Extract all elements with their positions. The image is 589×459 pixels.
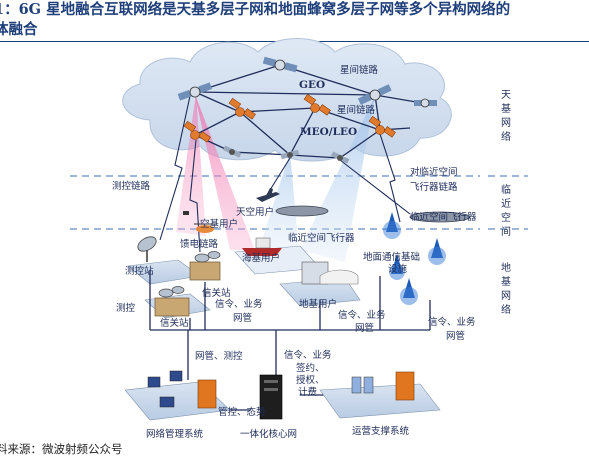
svg-text:络: 络 [501,130,511,143]
zone-label-space: 天 基 网 络 [501,90,511,143]
leo-satellite-3 [330,151,350,164]
label-near-space-link-1: 对临近空间 [410,166,458,178]
label-sign-auth-a: 签约、 [296,362,325,374]
source-note: 料来源：微波射频公众号 [0,442,123,456]
label-nms: 网络管理系统 [146,428,204,440]
label-sig-biz: 信令、业务 [284,349,332,361]
label-sig-mgmt-1-a: 信令、业务 [215,298,263,310]
near-space-airship-right [409,211,471,223]
label-tt-link: 测控链路 [112,180,151,192]
label-tt-station: 测控站 [125,265,154,277]
label-ground-infra-2: 设施 [388,263,408,275]
label-sea-user: 海基用户 [242,252,280,264]
cell-tower-2-icon [428,238,446,265]
leo-satellite-2 [280,149,300,160]
label-feeder-link: 馈电链路 [180,238,219,250]
label-sign-auth-b: 授权、 [296,374,325,386]
svg-text:空: 空 [501,211,511,224]
zone-label-ground: 地 基 网 络 [501,261,511,316]
label-sig-mgmt-1-b: 网管 [233,312,252,324]
label-star-link-mid: 星间链路 [337,104,376,116]
operations-support-system-icon [319,371,441,419]
cell-tower-1-icon [383,212,401,239]
label-near-space-link-2: 飞行器链路 [410,181,458,193]
cell-tower-3-icon [400,278,418,305]
label-sig-mgmt-3-b: 网管 [446,330,465,342]
svg-text:临: 临 [501,183,511,196]
geo-satellite-top [262,56,298,73]
sat-beam-blue-1 [300,96,375,262]
core-network-server-icon [259,374,283,420]
leo-satellite-1 [222,145,242,158]
label-core: 一体化核心网 [240,428,297,440]
gateway-station-1-icon [189,251,221,281]
label-sign-auth-c: 计费 [298,386,317,398]
label-geo: GEO [299,79,325,91]
label-air-user: 空基用户 [200,218,238,230]
label-ops: 运营支撑系统 [352,425,410,437]
svg-text:网: 网 [501,290,511,302]
ground-user-icon [301,261,359,285]
svg-text:络: 络 [501,303,511,316]
figure-title: 1：6G 星地融合互联网络是天基多层子网和地面蜂窝多层子网等多个异构网络的 体融… [0,0,589,40]
label-meo-leo: MEO/LEO [300,126,357,138]
svg-text:网: 网 [501,117,511,129]
label-ctrl-status: 管控、态势 [218,406,266,418]
label-tt: 测控 [116,302,136,314]
meo-satellite-2 [303,93,331,116]
helicopter-icon [194,223,216,233]
svg-text:基: 基 [501,102,511,115]
label-mgmt-tt: 网管、测控 [195,350,243,362]
label-ground-infra-1: 地面通信基础 [363,251,420,263]
svg-text:地: 地 [501,261,511,274]
meo-satellite-1 [228,97,256,120]
backbone-lines [149,270,431,411]
svg-text:天: 天 [501,90,511,101]
label-gateway-2: 信关站 [160,317,189,329]
network-management-system-icon [124,370,231,421]
near-space-airship-left [275,205,329,217]
tt-station-dish-icon [137,236,157,262]
zone-label-near-space: 临 近 空 间 [501,183,511,238]
svg-text:间: 间 [501,225,511,238]
geo-satellite-right [357,84,392,105]
svg-text:基: 基 [501,275,511,288]
label-sig-mgmt-3-a: 信令、业务 [428,316,476,328]
ship-icon [242,237,282,256]
geo-satellite-left [177,82,213,101]
sat-beam-blue-2 [255,152,300,262]
gateway-station-2-icon [154,286,190,317]
label-ground-user: 地基用户 [299,298,337,310]
meo-satellite-4 [368,115,396,138]
cell-tower-4-icon [389,254,405,280]
drone-icon [183,211,189,215]
sat-beam-pink-2 [176,94,206,236]
airplane-icon [256,188,280,202]
label-sig-mgmt-2-a: 信令、业务 [338,309,386,321]
meo-satellite-3 [183,120,211,143]
label-space-user: 天空用户 [236,206,274,218]
figure-title-line-2: 体融合 [0,21,38,38]
label-sig-mgmt-2-b: 网管 [355,322,374,334]
label-near-space-vehicle-right: 临近空间飞行器 [410,211,477,223]
figure-title-line-1: 1：6G 星地融合互联网络是天基多层子网和地面蜂窝多层子网等多个异构网络的 [0,1,511,18]
label-near-space-vehicle-mid: 临近空间飞行器 [288,232,355,244]
sat-beam-pink-1 [194,92,255,250]
label-gateway-1: 信关站 [202,287,231,299]
label-star-link-top: 星间链路 [340,64,379,76]
svg-text:近: 近 [501,197,511,210]
geo-satellite-far-right [414,98,437,108]
